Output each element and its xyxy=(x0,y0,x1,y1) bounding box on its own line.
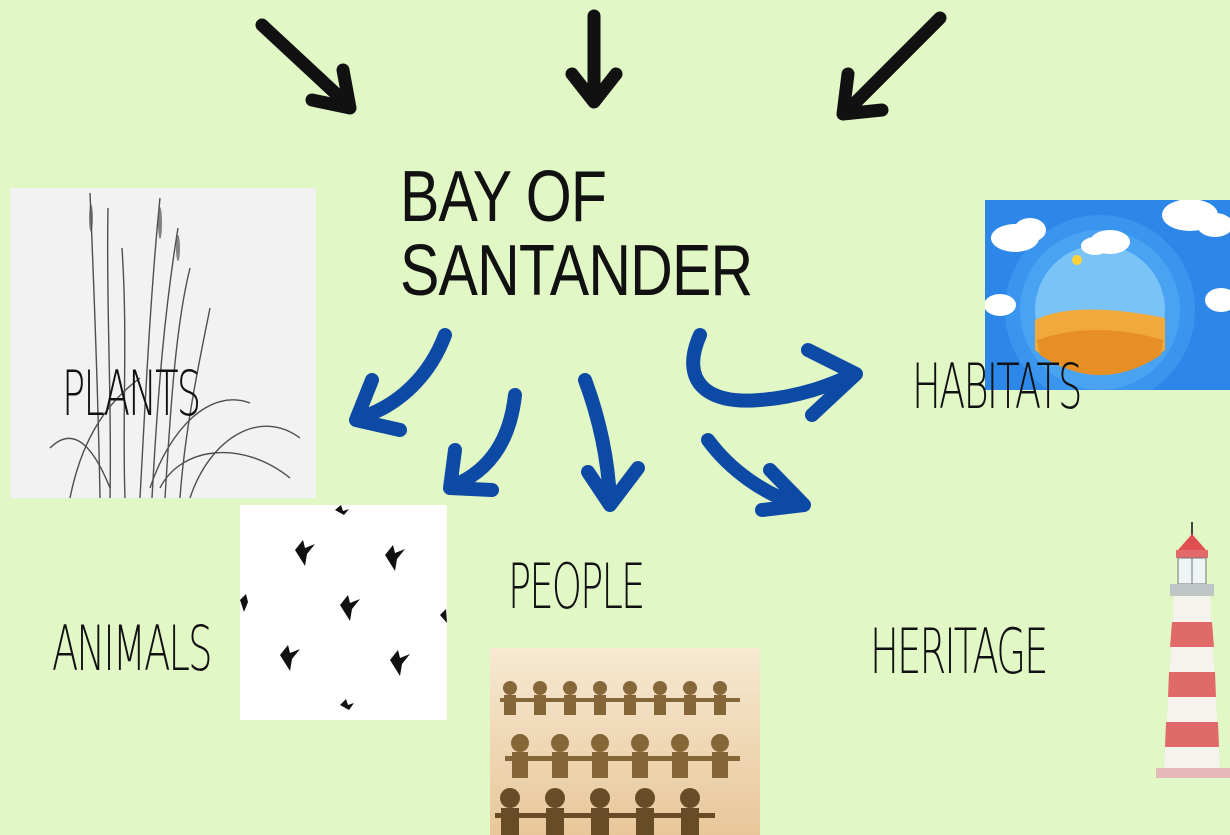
habitats-image xyxy=(985,200,1230,390)
label-plants: PLANTS xyxy=(62,357,201,430)
top-arrows xyxy=(255,9,947,121)
black-arrow-right xyxy=(836,11,947,121)
black-arrow-left xyxy=(255,18,357,115)
lighthouse-image xyxy=(1156,522,1230,778)
label-people: PEOPLE xyxy=(508,550,645,623)
title-line-2: SANTANDER xyxy=(400,231,753,311)
desert-landscape-image xyxy=(985,200,1230,390)
plants-image xyxy=(10,188,316,498)
label-habitats: HABITATS xyxy=(912,350,1082,423)
blue-arrow-to-animals xyxy=(443,388,522,497)
paper-people-chain-image xyxy=(495,681,740,835)
black-arrow-center xyxy=(565,9,623,109)
animals-image xyxy=(240,505,447,720)
blue-arrow-to-habitats xyxy=(686,328,863,422)
label-animals: ANIMALS xyxy=(52,612,213,685)
birds-pattern-image xyxy=(240,505,447,710)
blue-arrow-to-plants xyxy=(349,328,452,437)
people-image xyxy=(490,648,760,835)
label-heritage: HERITAGE xyxy=(870,615,1048,688)
grass-stalks-image xyxy=(49,192,301,498)
blue-arrow-to-people xyxy=(578,373,645,512)
title-line-1: BAY OF xyxy=(400,157,607,237)
diagram-title: BAY OF SANTANDER xyxy=(400,157,753,311)
blue-arrow-to-heritage xyxy=(701,433,811,517)
